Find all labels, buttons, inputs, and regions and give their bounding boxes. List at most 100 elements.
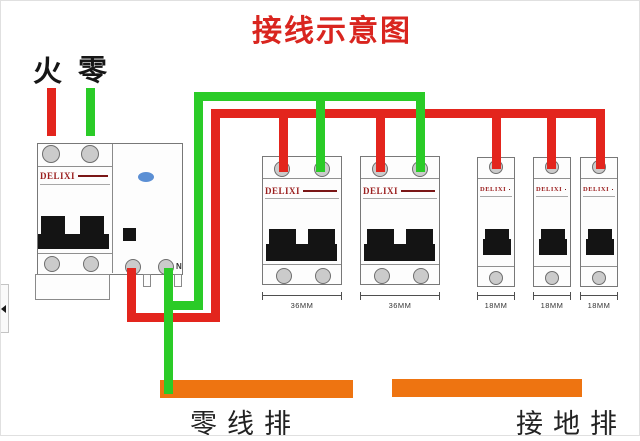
panel-line xyxy=(581,178,617,179)
toggle-switch xyxy=(367,229,394,244)
live-wire-drop-2p-1 xyxy=(279,109,288,172)
ground-bus-label: 接地排 xyxy=(516,409,627,439)
neutral-bus-bar xyxy=(160,380,353,398)
dimension-label: 18MM xyxy=(587,301,611,310)
toggle-switch xyxy=(269,229,296,244)
panel-line xyxy=(581,266,617,267)
brand-underline xyxy=(509,188,510,191)
test-button xyxy=(123,228,136,241)
main-breaker: DELIXI N xyxy=(37,143,183,275)
brand-underline xyxy=(303,189,337,192)
toggle-switch xyxy=(588,229,612,239)
dimension-marker xyxy=(533,292,571,300)
dimension-label: 18MM xyxy=(540,301,564,310)
brand-label: DELIXI xyxy=(265,185,301,196)
brand-underline xyxy=(565,188,566,191)
terminal xyxy=(489,271,503,285)
toggle-switch xyxy=(308,229,335,244)
brand-band: DELIXI xyxy=(480,183,512,197)
toggle-bar xyxy=(364,244,435,261)
module-divider xyxy=(112,144,113,273)
terminal xyxy=(276,268,292,284)
toggle-switch xyxy=(80,216,104,234)
toggle-bar xyxy=(586,239,614,255)
live-wire-rcd-output xyxy=(127,268,136,322)
branch-breaker-1p-2: DELIXI xyxy=(533,157,571,287)
terminal xyxy=(42,145,60,163)
dimension-marker xyxy=(262,292,342,300)
scroll-left-arrow-icon xyxy=(1,305,6,313)
indicator-light xyxy=(138,172,154,182)
toggle-bar xyxy=(539,239,567,255)
panel-line xyxy=(38,166,112,167)
live-wire-drop-1p-1 xyxy=(492,109,501,169)
scrollbar-fragment[interactable] xyxy=(0,284,9,333)
terminal xyxy=(592,271,606,285)
brand-label: DELIXI xyxy=(583,186,610,193)
live-wire-drop-1p-2 xyxy=(547,109,556,169)
panel-line xyxy=(534,266,570,267)
toggle-bar xyxy=(38,234,109,249)
panel-line xyxy=(263,178,341,179)
din-clip xyxy=(143,274,151,287)
neutral-wire-input-stub xyxy=(86,88,95,136)
brand-underline xyxy=(401,189,435,192)
brand-label: DELIXI xyxy=(480,186,507,193)
toggle-switch xyxy=(541,229,565,239)
dimension-marker xyxy=(360,292,440,300)
page-title: 接线示意图 xyxy=(252,15,412,48)
terminal xyxy=(83,256,99,272)
dimension-label: 18MM xyxy=(484,301,508,310)
brand-label: DELIXI xyxy=(363,185,399,196)
neutral-bus-label: 零线排 xyxy=(190,409,301,439)
branch-breaker-2p-1: DELIXI xyxy=(262,156,342,285)
brand-band: DELIXI xyxy=(40,168,110,185)
neutral-wire-drop-2p-2 xyxy=(416,92,425,172)
ground-bus-bar xyxy=(392,379,582,397)
brand-band: DELIXI xyxy=(265,183,339,199)
neutral-wire-to-busbar xyxy=(164,268,173,394)
brand-label: DELIXI xyxy=(40,171,76,181)
branch-breaker-1p-1: DELIXI xyxy=(477,157,515,287)
live-wire-riser xyxy=(211,109,220,322)
toggle-switch xyxy=(41,216,65,234)
panel-line xyxy=(263,264,341,265)
brand-label: DELIXI xyxy=(536,186,563,193)
branch-breaker-2p-2: DELIXI xyxy=(360,156,440,285)
brand-band: DELIXI xyxy=(583,183,615,197)
live-wire-top-bus xyxy=(211,109,605,118)
live-wire-drop-1p-3 xyxy=(596,109,605,169)
terminal xyxy=(545,271,559,285)
brand-band: DELIXI xyxy=(363,183,437,199)
toggle-bar xyxy=(266,244,337,261)
neutral-wire-top-bus xyxy=(194,92,425,101)
panel-line xyxy=(38,253,112,254)
neutral-terminal-label: N xyxy=(176,262,182,271)
dimension-marker xyxy=(580,292,618,300)
terminal xyxy=(374,268,390,284)
terminal xyxy=(315,268,331,284)
terminal xyxy=(81,145,99,163)
live-line-label: 火 xyxy=(33,56,63,88)
panel-line xyxy=(534,178,570,179)
terminal xyxy=(413,268,429,284)
brand-underline xyxy=(612,188,613,191)
neutral-wire-riser xyxy=(194,92,203,310)
main-breaker-base xyxy=(35,274,110,300)
dimension-label: 36MM xyxy=(388,301,412,310)
toggle-switch xyxy=(406,229,433,244)
panel-line xyxy=(361,264,439,265)
panel-line xyxy=(478,178,514,179)
neutral-wire-junction-run xyxy=(164,301,203,310)
dimension-marker xyxy=(477,292,515,300)
live-wire-bottom-run xyxy=(127,313,220,322)
brand-underline xyxy=(78,175,108,177)
brand-band: DELIXI xyxy=(536,183,568,197)
neutral-line-label: 零 xyxy=(78,55,108,87)
live-wire-input-stub xyxy=(47,88,56,136)
toggle-bar xyxy=(483,239,511,255)
terminal xyxy=(44,256,60,272)
branch-breaker-1p-3: DELIXI xyxy=(580,157,618,287)
toggle-switch xyxy=(485,229,509,239)
live-wire-drop-2p-2 xyxy=(376,109,385,172)
